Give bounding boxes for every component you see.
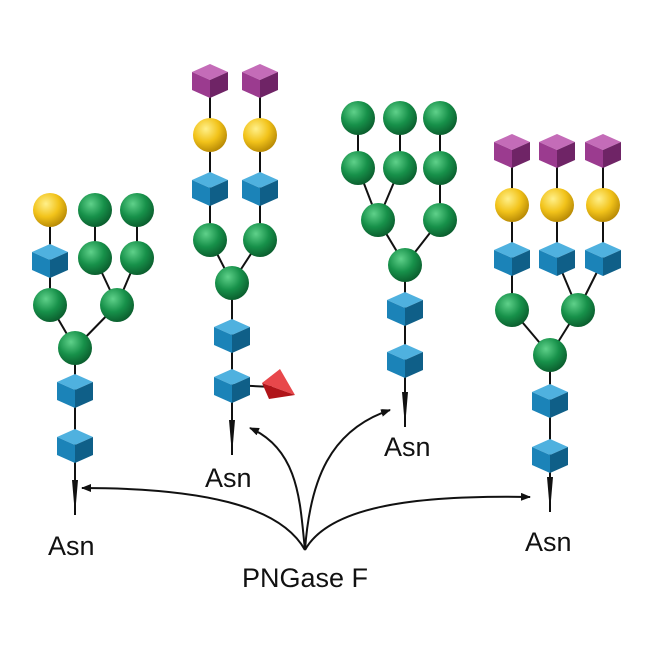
- sialic-acid-diamond: [242, 64, 278, 98]
- glcnac-cube: [532, 439, 568, 473]
- glcnac-cube: [32, 244, 68, 278]
- mannose-sphere: [120, 241, 154, 275]
- mannose-sphere: [423, 151, 457, 185]
- galactose-sphere: [33, 193, 67, 227]
- mannose-sphere: [78, 241, 112, 275]
- biantennary-glycan: [192, 64, 295, 455]
- asn-label-1: Asn: [48, 531, 95, 561]
- glcnac-cube: [532, 384, 568, 418]
- glcnac-cube: [242, 172, 278, 206]
- mannose-sphere: [193, 223, 227, 257]
- glcnac-cube: [585, 242, 621, 276]
- sialic-acid-diamond: [494, 134, 530, 168]
- mannose-sphere: [215, 266, 249, 300]
- mannose-sphere: [383, 101, 417, 135]
- galactose-sphere: [193, 118, 227, 152]
- glcnac-cube: [387, 292, 423, 326]
- sialic-acid-diamond: [585, 134, 621, 168]
- high-mannose-glycan: [341, 101, 457, 427]
- mannose-sphere: [383, 151, 417, 185]
- asn-spike: [72, 480, 78, 515]
- galactose-sphere: [586, 188, 620, 222]
- glcnac-cube: [57, 429, 93, 463]
- mannose-sphere: [388, 248, 422, 282]
- glcnac-cube: [214, 319, 250, 353]
- mannose-sphere: [561, 293, 595, 327]
- mannose-sphere: [423, 101, 457, 135]
- glcnac-cube: [214, 369, 250, 403]
- sialic-acid-diamond: [539, 134, 575, 168]
- glcnac-cube: [539, 242, 575, 276]
- glcnac-cube: [494, 242, 530, 276]
- mannose-sphere: [58, 331, 92, 365]
- galactose-sphere: [540, 188, 574, 222]
- mannose-sphere: [78, 193, 112, 227]
- mannose-sphere: [33, 288, 67, 322]
- asn-spike: [547, 477, 553, 512]
- hybrid-glycan: [32, 193, 154, 515]
- arrow-to-glycan-1: [81, 484, 306, 551]
- asn-spike: [402, 392, 408, 427]
- mannose-sphere: [100, 288, 134, 322]
- mannose-sphere: [120, 193, 154, 227]
- asn-spike: [229, 420, 235, 455]
- arrow-to-glycan-3: [304, 409, 391, 551]
- glcnac-cube: [57, 374, 93, 408]
- mannose-sphere: [495, 293, 529, 327]
- mannose-sphere: [341, 151, 375, 185]
- arrow-to-glycan-2: [249, 427, 306, 551]
- mannose-sphere: [423, 203, 457, 237]
- mannose-sphere: [533, 338, 567, 372]
- glcnac-cube: [192, 172, 228, 206]
- glcnac-cube: [387, 344, 423, 378]
- cleavage-arrows: [81, 409, 531, 551]
- enzyme-label: PNGase F: [242, 563, 368, 593]
- galactose-sphere: [495, 188, 529, 222]
- arrow-to-glycan-4: [304, 492, 531, 551]
- sialic-acid-diamond: [192, 64, 228, 98]
- fucose-triangle: [262, 369, 295, 399]
- mannose-sphere: [341, 101, 375, 135]
- triantennary-glycan: [494, 134, 621, 512]
- asn-label-3: Asn: [384, 432, 431, 462]
- galactose-sphere: [243, 118, 277, 152]
- asn-label-4: Asn: [525, 527, 572, 557]
- mannose-sphere: [361, 203, 395, 237]
- asn-label-2: Asn: [205, 463, 252, 493]
- mannose-sphere: [243, 223, 277, 257]
